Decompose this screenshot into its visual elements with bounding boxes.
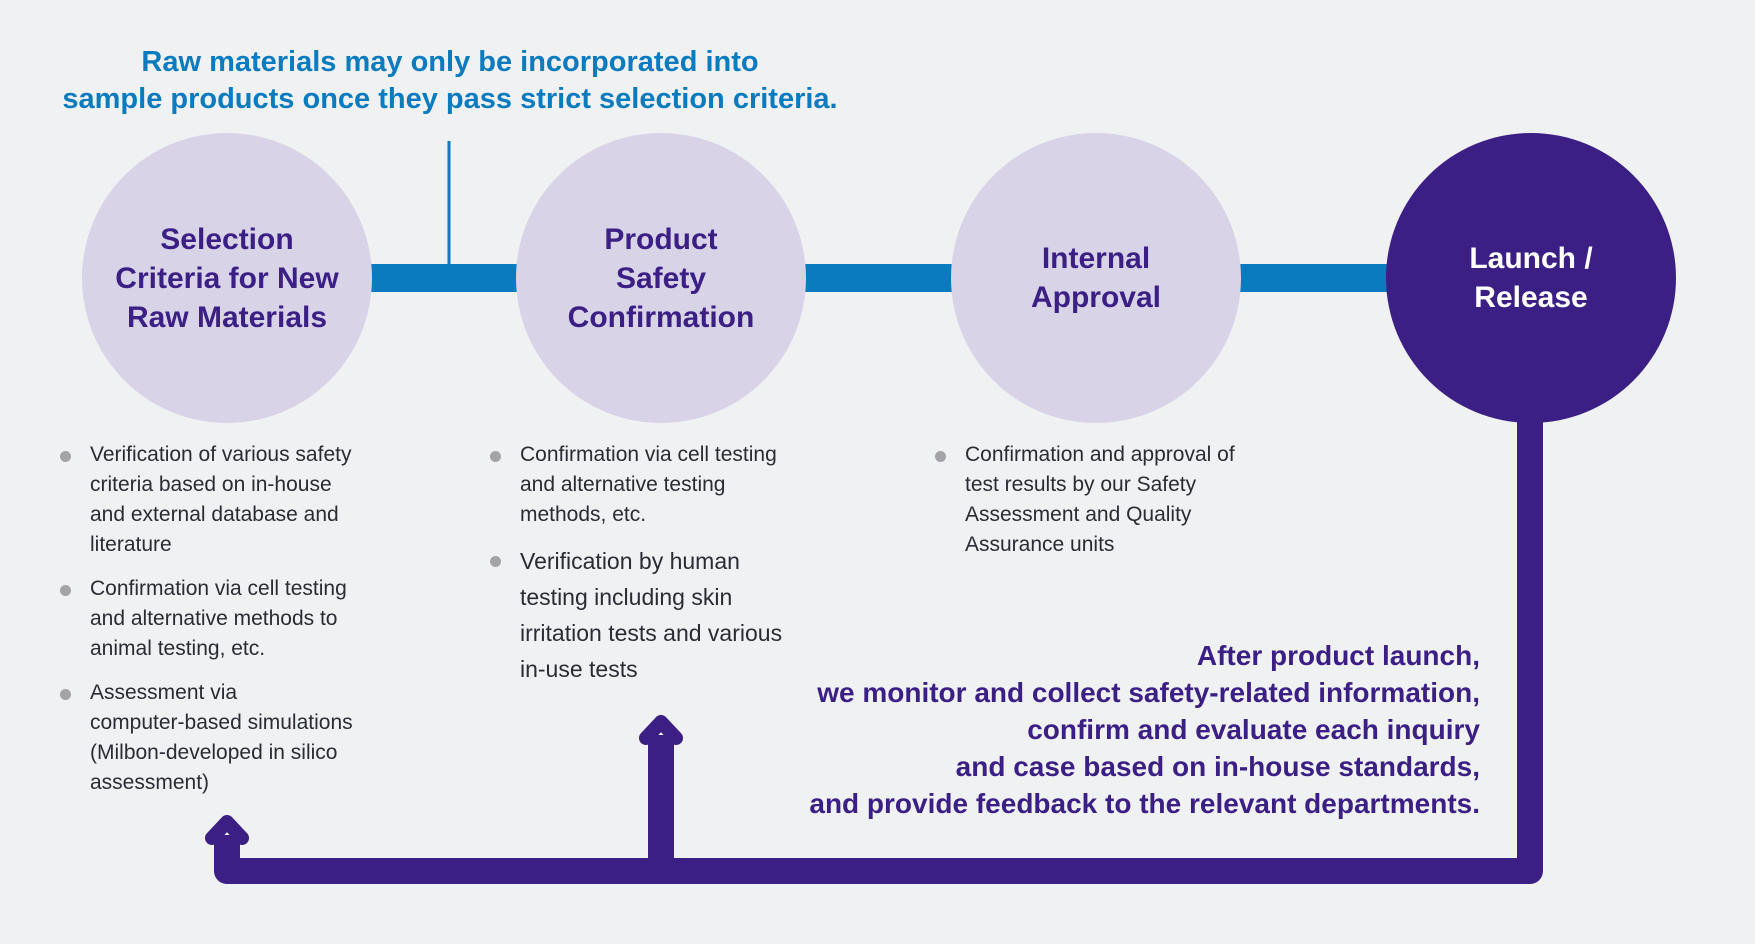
- step-circle-selection: [82, 133, 372, 423]
- step-title-line: Approval: [1030, 281, 1162, 314]
- list-item-line: Verification of various safety: [90, 443, 352, 466]
- product-safety-details-list-b: Verification by human testing including …: [490, 543, 830, 701]
- step-title-line: Safety: [615, 261, 707, 295]
- step-title-line: Confirmation: [567, 300, 755, 334]
- list-item-line: test results by our Safety: [965, 473, 1197, 496]
- selection-criteria-note: Raw materials may only be incorporated i…: [60, 44, 840, 118]
- list-item-line: criteria based on in-house: [90, 473, 332, 496]
- list-item-line: Confirmation via cell testing: [520, 443, 777, 466]
- note-line: sample products once they pass strict se…: [62, 83, 838, 115]
- note-line: and provide feedback to the relevant dep…: [809, 788, 1480, 819]
- internal-approval-details-list: Confirmation and approval of test result…: [935, 440, 1295, 574]
- note-line: and case based on in-house standards,: [955, 751, 1480, 782]
- step-title-line: Selection: [160, 222, 294, 256]
- list-item: Assessment via computer-based simulation…: [60, 678, 400, 798]
- step-title-line: Launch /: [1469, 242, 1593, 275]
- step-circle-product-safety: [516, 133, 806, 423]
- step-circle-internal-approval: [951, 133, 1241, 423]
- step-title-line: Criteria for New: [115, 261, 339, 295]
- list-item-line: literature: [90, 533, 172, 556]
- list-item: Confirmation and approval of test result…: [935, 440, 1295, 560]
- list-item-line: Assurance units: [965, 533, 1115, 556]
- list-item-line: methods, etc.: [520, 503, 647, 526]
- note-line: Raw materials may only be incorporated i…: [141, 46, 759, 78]
- step-label-launch: Launch / Release: [1386, 133, 1676, 423]
- step-label-product-safety: Product Safety Confirmation: [516, 133, 806, 423]
- step-title-line: Internal: [1041, 242, 1151, 275]
- list-item-line: and alternative methods to: [90, 607, 338, 630]
- list-item-line: Assessment via: [90, 681, 238, 704]
- step-circle-launch: [1386, 133, 1676, 423]
- post-launch-feedback-note: After product launch, we monitor and col…: [740, 637, 1480, 822]
- list-item: Verification of various safety criteria …: [60, 440, 400, 560]
- step-title-line: Release: [1474, 281, 1588, 314]
- list-item-line: and external database and: [90, 503, 339, 526]
- list-item-line: (Milbon-developed in silico: [90, 741, 338, 764]
- feedback-arrowhead-selection: [205, 815, 249, 845]
- note-line: confirm and evaluate each inquiry: [1027, 714, 1480, 745]
- list-item-line: Confirmation via cell testing: [90, 577, 347, 600]
- list-item-line: and alternative testing: [520, 473, 726, 496]
- feedback-arrowhead-product-safety: [639, 715, 683, 745]
- list-item: Verification by human testing including …: [490, 543, 830, 687]
- note-line: we monitor and collect safety-related in…: [817, 677, 1480, 708]
- step-label-selection: Selection Criteria for New Raw Materials: [82, 133, 372, 423]
- list-item-line: animal testing, etc.: [90, 637, 266, 660]
- list-item: Confirmation via cell testing and altern…: [490, 440, 830, 530]
- feedback-loop-arrow: [214, 420, 1543, 884]
- step-title-line: Product: [604, 222, 718, 256]
- list-item-line: Confirmation and approval of: [965, 443, 1235, 466]
- list-item-line: assessment): [90, 771, 210, 794]
- list-item-line: in-use tests: [520, 656, 638, 682]
- list-item-line: irritation tests and various: [520, 620, 783, 646]
- list-item-line: testing including skin: [520, 584, 733, 610]
- list-item-line: computer-based simulations: [90, 711, 353, 734]
- list-item-line: Assessment and Quality: [965, 503, 1192, 526]
- note-line: After product launch,: [1196, 640, 1480, 671]
- list-item-line: Verification by human: [520, 548, 740, 574]
- flow-arrow-1: [370, 255, 567, 301]
- list-item: Confirmation via cell testing and altern…: [60, 574, 400, 664]
- product-safety-details-list-a: Confirmation via cell testing and altern…: [490, 440, 830, 544]
- step-label-internal-approval: Internal Approval: [951, 133, 1241, 423]
- step-title-line: Raw Materials: [126, 300, 328, 334]
- selection-details-list: Verification of various safety criteria …: [60, 440, 400, 812]
